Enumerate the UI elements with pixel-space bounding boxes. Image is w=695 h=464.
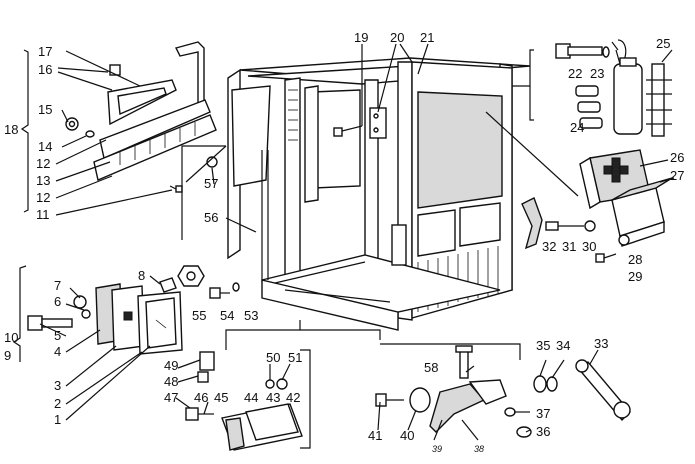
callout-16: 16 <box>38 62 52 77</box>
callout-labels: 17 16 15 18 14 12 13 12 11 19 20 21 22 2… <box>4 30 684 454</box>
callout-17: 17 <box>38 44 52 59</box>
callout-42: 42 <box>286 390 300 405</box>
callout-47: 47 <box>164 390 178 405</box>
bolt-54 <box>209 282 240 299</box>
callout-29: 29 <box>628 269 642 284</box>
callout-4: 4 <box>54 344 61 359</box>
callout-39: 39 <box>432 444 442 454</box>
callout-36: 36 <box>536 424 550 439</box>
callout-35: 35 <box>536 338 550 353</box>
callout-12-upper: 12 <box>36 156 50 171</box>
callout-21: 21 <box>420 30 434 45</box>
callout-43: 43 <box>266 390 280 405</box>
callout-31: 31 <box>562 239 576 254</box>
callout-1: 1 <box>54 412 61 427</box>
callout-9: 9 <box>4 348 11 363</box>
headlamp-assembly <box>27 265 205 355</box>
callout-37: 37 <box>536 406 550 421</box>
callout-53: 53 <box>244 308 258 323</box>
callout-51: 51 <box>288 350 302 365</box>
callout-55: 55 <box>192 308 206 323</box>
hardware-group-22-25 <box>555 39 672 137</box>
callout-56: 56 <box>204 210 218 225</box>
callout-44: 44 <box>244 390 258 405</box>
callout-57: 57 <box>204 176 218 191</box>
callout-15: 15 <box>38 102 52 117</box>
leader-lines <box>12 41 675 449</box>
callout-45: 45 <box>214 390 228 405</box>
callout-3: 3 <box>54 378 61 393</box>
callout-46: 46 <box>194 390 208 405</box>
callout-40: 40 <box>400 428 414 443</box>
callout-32: 32 <box>542 239 556 254</box>
mirror-bracket <box>521 197 617 263</box>
nut-57 <box>206 156 218 168</box>
work-lamp-assembly <box>185 351 303 451</box>
callout-2: 2 <box>54 396 61 411</box>
callout-11: 11 <box>36 207 50 222</box>
callout-24: 24 <box>570 120 584 135</box>
callout-8: 8 <box>138 268 145 283</box>
callout-34: 34 <box>556 338 570 353</box>
callout-12-lower: 12 <box>36 190 50 205</box>
door-lock-mechanism <box>375 345 631 438</box>
callout-50: 50 <box>266 350 280 365</box>
callout-58: 58 <box>424 360 438 375</box>
callout-23: 23 <box>590 66 604 81</box>
callout-41: 41 <box>368 428 382 443</box>
callout-33: 33 <box>594 336 608 351</box>
storage-box <box>611 177 673 247</box>
callout-30: 30 <box>582 239 596 254</box>
callout-27: 27 <box>670 168 684 183</box>
callout-49: 49 <box>164 358 178 373</box>
callout-20: 20 <box>390 30 404 45</box>
callout-54: 54 <box>220 308 234 323</box>
cab-frame <box>227 57 531 331</box>
callout-22: 22 <box>568 66 582 81</box>
callout-26: 26 <box>670 150 684 165</box>
callout-6: 6 <box>54 294 61 309</box>
visor-assembly <box>65 41 217 193</box>
callout-18: 18 <box>4 122 18 137</box>
callout-25: 25 <box>656 36 670 51</box>
callout-38: 38 <box>474 444 484 454</box>
callout-14: 14 <box>38 139 52 154</box>
callout-5: 5 <box>54 328 61 343</box>
callout-19: 19 <box>354 30 368 45</box>
callout-48: 48 <box>164 374 178 389</box>
callout-10: 10 <box>4 330 18 345</box>
callout-28: 28 <box>628 252 642 267</box>
callout-13: 13 <box>36 173 50 188</box>
callout-7: 7 <box>54 278 61 293</box>
